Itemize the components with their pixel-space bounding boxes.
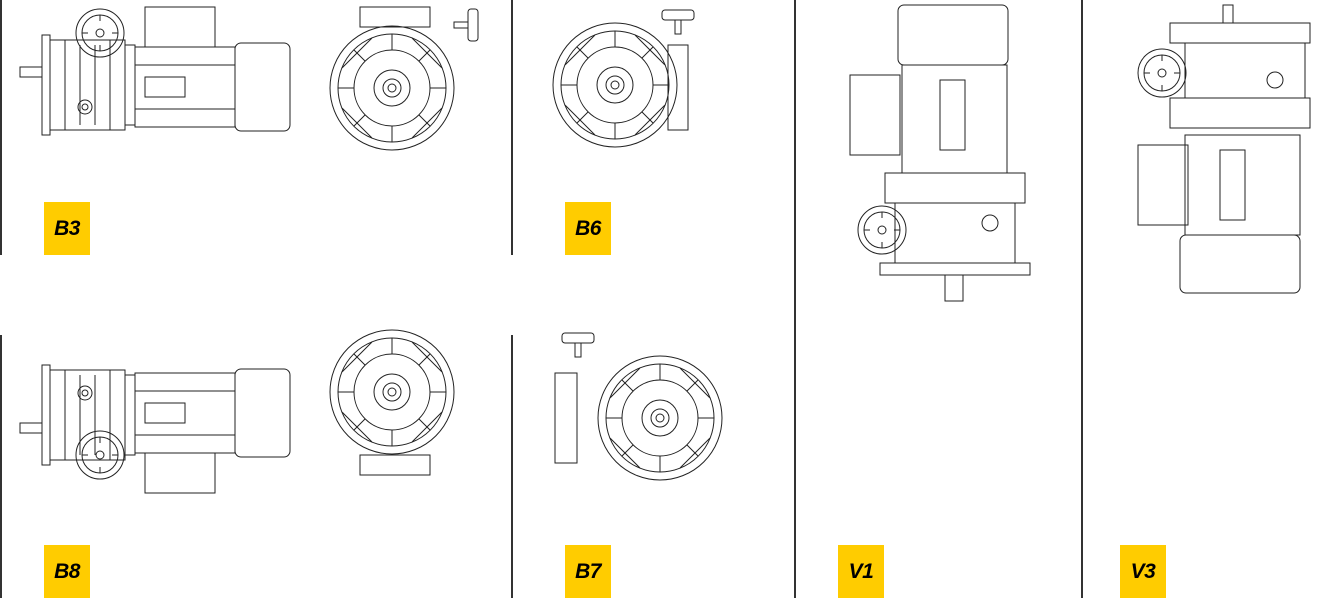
b7-front-view-drawing [554,332,723,481]
mounting-label-b6: B6 [565,202,611,255]
v3-vertical-drawing [1137,4,1311,294]
divider [1081,0,1083,598]
b3-front-view-drawing [329,6,479,151]
b8-front-view-drawing [329,329,455,476]
mounting-label-v1: V1 [838,545,884,598]
mounting-label-b3: B3 [44,202,90,255]
divider [0,0,2,255]
b8-side-view-drawing [19,364,291,494]
divider [511,335,513,598]
v1-vertical-drawing [849,4,1031,302]
b6-front-view-drawing [552,9,695,148]
divider [794,0,796,598]
divider [511,0,513,255]
mounting-label-b8: B8 [44,545,90,598]
b3-side-view-drawing [19,6,291,136]
mounting-label-v3: V3 [1120,545,1166,598]
mounting-label-b7: B7 [565,545,611,598]
divider [0,335,2,598]
